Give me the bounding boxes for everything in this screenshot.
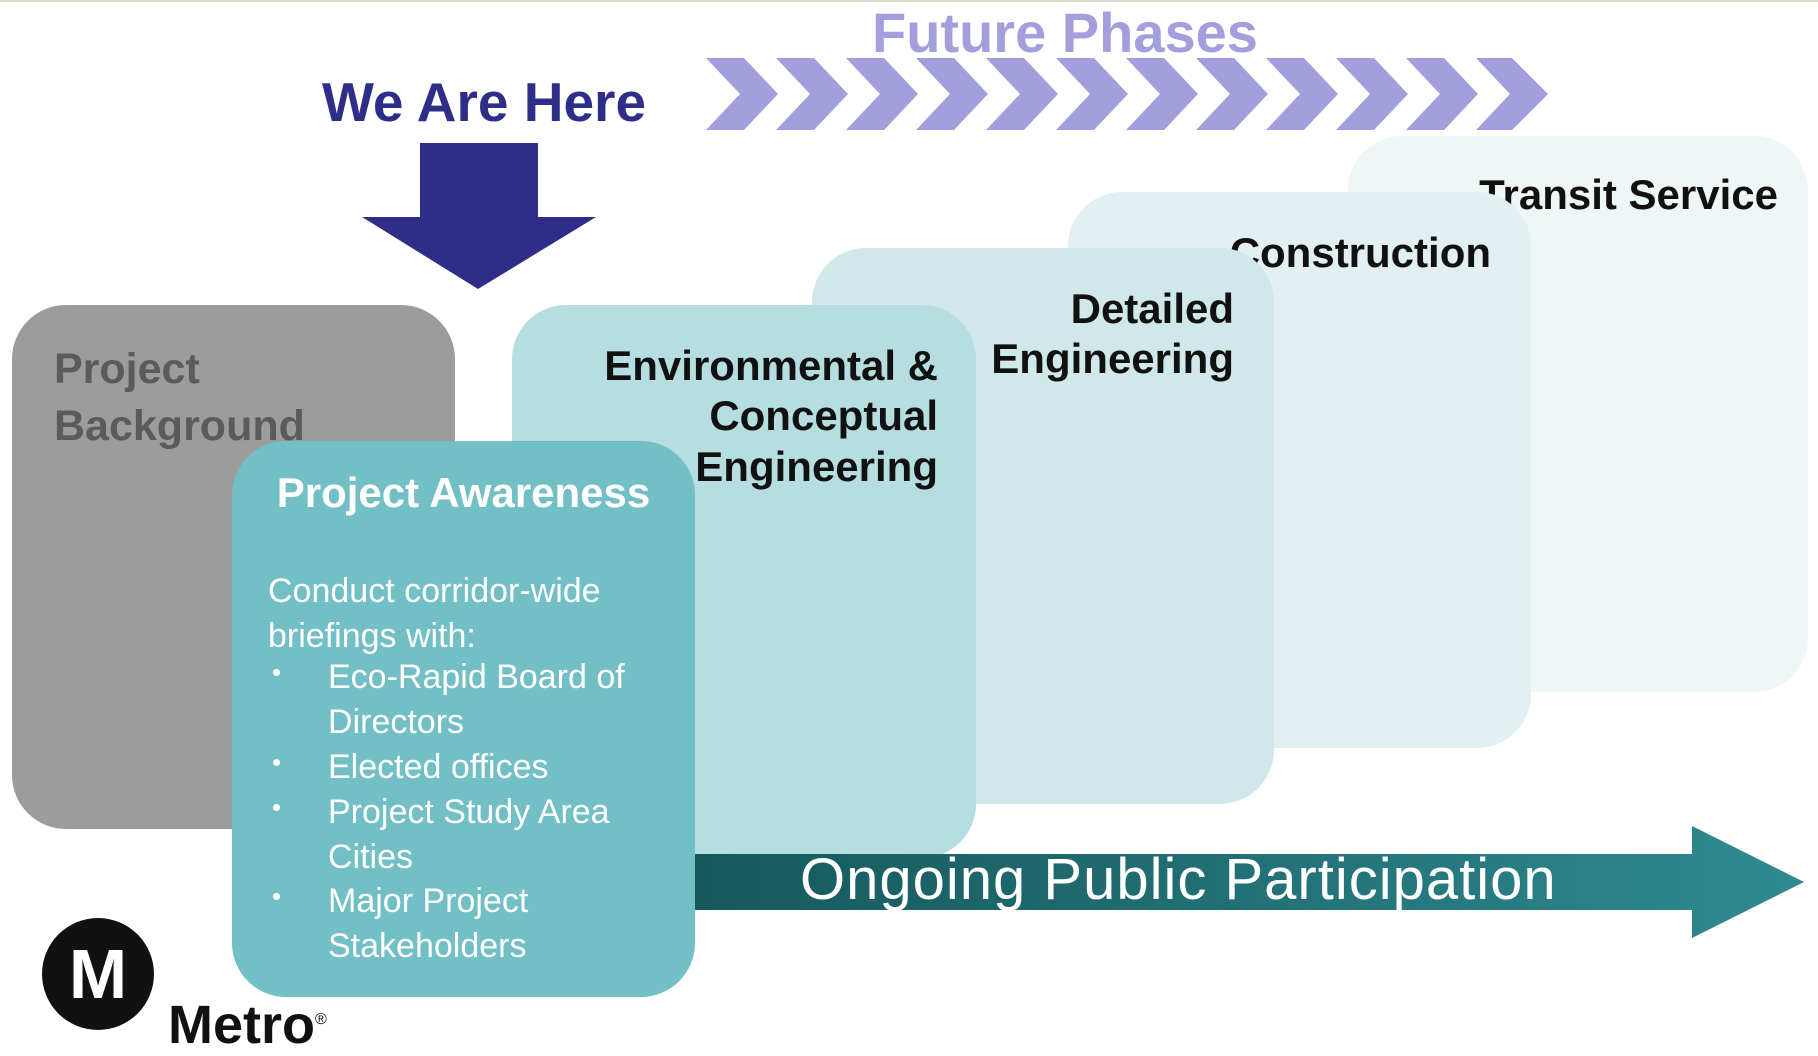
list-item: Elected offices — [268, 745, 688, 790]
top-divider — [0, 0, 1818, 2]
phase-title-project-background: Project Background — [54, 345, 305, 451]
list-item: Eco-Rapid Board of Directors — [268, 655, 688, 745]
ongoing-participation-arrow — [608, 826, 1804, 938]
down-arrow-icon — [362, 143, 596, 289]
metro-logo-icon: M — [42, 918, 154, 1030]
list-item: Project Study Area Cities — [268, 790, 688, 880]
phase-title-environmental: Environmental & Conceptual Engineering — [604, 342, 938, 490]
future-phases-label: Future Phases — [872, 1, 1258, 64]
metro-logo-letter: M — [69, 935, 127, 1013]
metro-wordmark: Metro® — [168, 994, 327, 1056]
phase-title-detailed-engineering: Detailed Engineering — [991, 285, 1234, 383]
metro-wordmark-text: Metro — [168, 995, 315, 1055]
ongoing-participation-label: Ongoing Public Participation — [800, 847, 1557, 912]
we-are-here-label: We Are Here — [322, 71, 647, 133]
phase-title-transit-service: Transit Service — [1479, 171, 1778, 218]
registered-mark: ® — [315, 1011, 327, 1028]
awareness-briefing-list: Eco-Rapid Board of Directors Elected off… — [268, 655, 688, 969]
phase-title-project-awareness: Project Awareness — [276, 469, 651, 516]
list-item: Major Project Stakeholders — [268, 879, 688, 969]
phase-card-project-awareness: Project Awareness Conduct corridor-wide … — [232, 441, 695, 997]
awareness-intro-text: Conduct corridor-wide briefings with: — [268, 572, 601, 655]
phase-title-construction: Construction — [1229, 229, 1491, 276]
future-phases-chevrons-icon — [706, 58, 1548, 130]
